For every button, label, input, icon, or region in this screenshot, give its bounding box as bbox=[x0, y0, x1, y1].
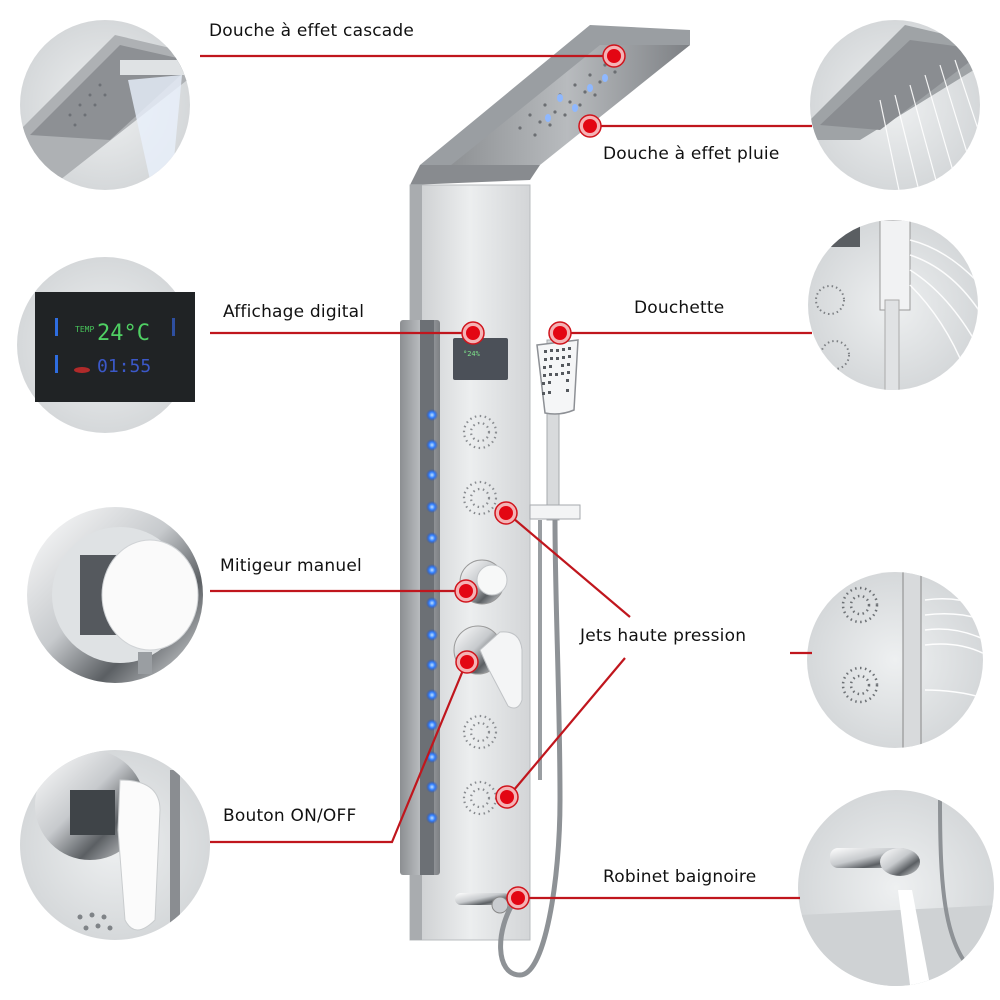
marker-robinet[interactable] bbox=[506, 886, 530, 910]
marker-jets-top[interactable] bbox=[494, 501, 518, 525]
marker-cascade[interactable] bbox=[602, 44, 626, 68]
shower-panel: °24% bbox=[400, 25, 690, 978]
detail-bubble-digital: TEMP 24°C 01:55 bbox=[17, 257, 195, 433]
display-temperature: 24°C bbox=[97, 321, 150, 346]
marker-pluie[interactable] bbox=[578, 114, 602, 138]
label-mitigeur: Mitigeur manuel bbox=[218, 555, 364, 577]
detail-bubble-pluie bbox=[810, 20, 980, 190]
tub-spout bbox=[455, 893, 510, 914]
leader-jets-top bbox=[506, 512, 631, 618]
detail-bubble-mitigeur bbox=[22, 502, 208, 688]
label-robinet: Robinet baignoire bbox=[601, 866, 759, 888]
detail-bubble-cascade bbox=[20, 20, 190, 190]
label-pluie: Douche à effet pluie bbox=[601, 143, 782, 165]
mini-display bbox=[453, 338, 508, 380]
marker-jets-bottom[interactable] bbox=[495, 785, 519, 809]
callout-markers bbox=[454, 44, 626, 910]
display-time: 01:55 bbox=[97, 356, 151, 377]
display-temp-tag: TEMP bbox=[75, 325, 94, 334]
label-digital: Affichage digital bbox=[221, 301, 367, 323]
leader-jets-bottom bbox=[507, 657, 626, 798]
detail-bubble-douchette bbox=[808, 220, 978, 390]
marker-douchette[interactable] bbox=[548, 321, 572, 345]
hand-shower bbox=[498, 339, 581, 978]
leader-onoff bbox=[210, 662, 468, 844]
led-lights bbox=[426, 409, 438, 824]
marker-digital[interactable] bbox=[461, 321, 485, 345]
mini-display-readout: °24% bbox=[463, 350, 481, 358]
detail-bubble-jets bbox=[807, 572, 983, 748]
label-cascade: Douche à effet cascade bbox=[207, 20, 417, 42]
label-onoff: Bouton ON/OFF bbox=[221, 805, 359, 827]
led-strip bbox=[420, 320, 434, 875]
marker-mitigeur[interactable] bbox=[454, 579, 478, 603]
rain-head-plate bbox=[445, 45, 690, 170]
leader-lines bbox=[200, 54, 812, 900]
detail-bubble-robinet bbox=[798, 790, 994, 986]
digital-display-screen bbox=[35, 292, 195, 402]
label-jets: Jets haute pression bbox=[578, 625, 749, 647]
label-douchette: Douchette bbox=[632, 297, 727, 319]
marker-onoff[interactable] bbox=[455, 650, 479, 674]
rain-head-leds bbox=[545, 74, 608, 122]
detail-bubble-onoff bbox=[20, 750, 210, 940]
rain-head-underside bbox=[410, 165, 540, 185]
